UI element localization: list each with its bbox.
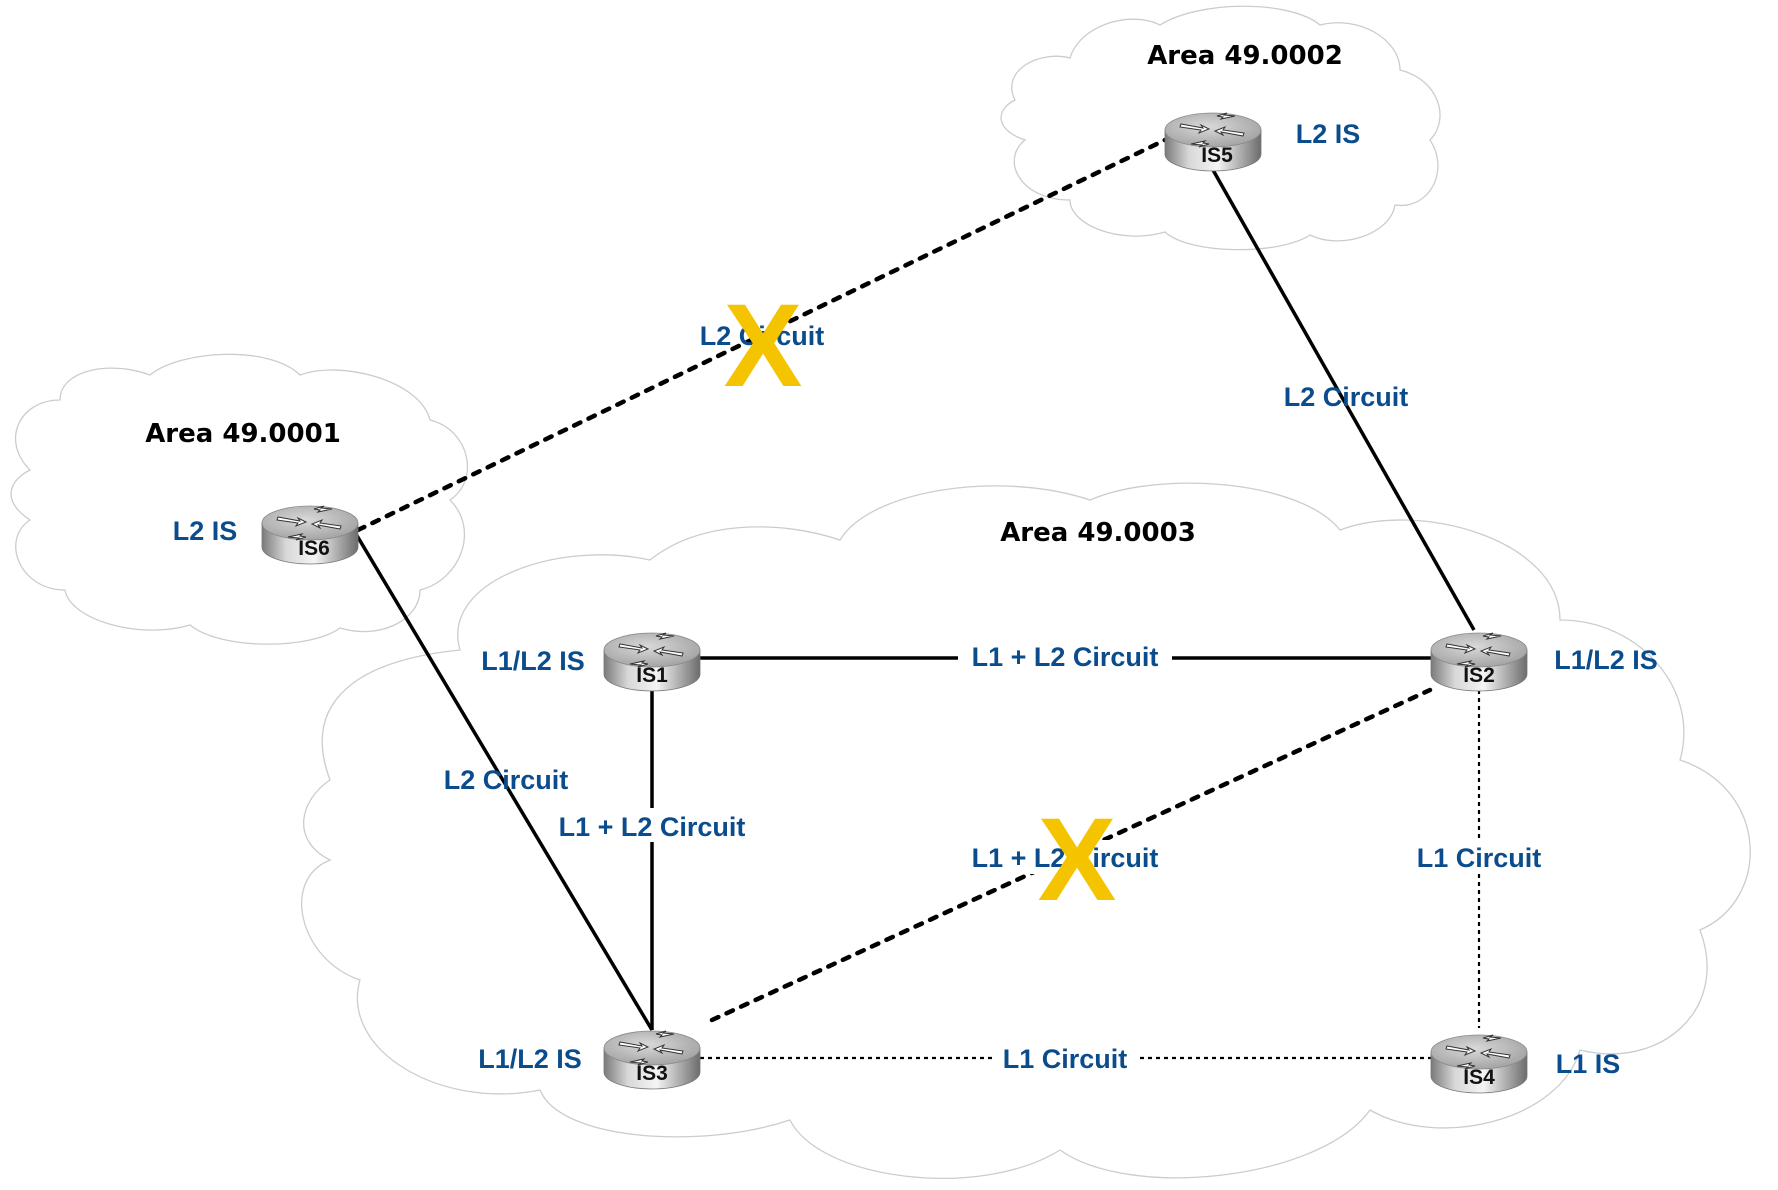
area-title-49-0002: Area 49.0002 — [1147, 41, 1343, 71]
label-backdrop — [1404, 840, 1554, 874]
circuit-label-is1-is3: L1 + L2 Circuit — [559, 812, 746, 842]
circuit-label-is1-is2: L1 + L2 Circuit — [972, 642, 1159, 672]
router-name: IS3 — [636, 1062, 668, 1085]
router-role-is1: L1/L2 IS — [481, 646, 585, 676]
router-role-is4: L1 IS — [1556, 1049, 1621, 1079]
circuit-label-is6-is3: L2 Circuit — [444, 765, 569, 795]
link-is6-is3 — [354, 533, 654, 1031]
failure-mark-is3-is2: X — [1038, 794, 1117, 926]
link-is5-is2 — [1211, 169, 1476, 631]
link-is3-is2 — [709, 687, 1433, 1023]
cloud-area-49-0001 — [10, 353, 469, 645]
label-backdrop — [958, 637, 1172, 671]
circuit-label-is2-is4: L1 Circuit — [1417, 843, 1542, 873]
router-role-is5: L2 IS — [1296, 119, 1361, 149]
router-role-is3: L1/L2 IS — [478, 1044, 582, 1074]
router-name: IS2 — [1463, 664, 1495, 687]
area-title-49-0001: Area 49.0001 — [145, 419, 341, 449]
label-backdrop — [548, 808, 758, 842]
label-backdrop — [958, 840, 1172, 874]
router-is3[interactable]: IS3 — [603, 1030, 701, 1090]
router-name: IS4 — [1463, 1066, 1495, 1089]
router-is4[interactable]: IS4 — [1430, 1034, 1528, 1094]
router-role-is2: L1/L2 IS — [1554, 645, 1658, 675]
router-is1[interactable]: IS1 — [603, 632, 701, 692]
circuit-label-is3-is2: L1 + L2 Circuit — [972, 843, 1159, 873]
router-name: IS5 — [1201, 144, 1233, 167]
area-title-49-0003: Area 49.0003 — [1000, 518, 1196, 548]
router-name: IS1 — [636, 664, 668, 687]
router-name: IS6 — [298, 537, 330, 560]
router-is2[interactable]: IS2 — [1430, 632, 1528, 692]
circuit-label-is5-is2: L2 Circuit — [1284, 382, 1409, 412]
circuit-label-is6-is5: L2 Circuit — [700, 321, 825, 351]
router-is5[interactable]: IS5 — [1164, 112, 1262, 172]
failure-mark-is6-is5: X — [724, 280, 803, 412]
circuit-label-is3-is4: L1 Circuit — [1003, 1044, 1128, 1074]
link-is6-is5 — [355, 137, 1168, 533]
label-backdrop — [992, 1041, 1138, 1075]
router-role-is6: L2 IS — [173, 516, 238, 546]
router-is6[interactable]: IS6 — [261, 505, 359, 565]
circuit-label-is5-is2-group: L2 Circuit — [1284, 382, 1409, 412]
